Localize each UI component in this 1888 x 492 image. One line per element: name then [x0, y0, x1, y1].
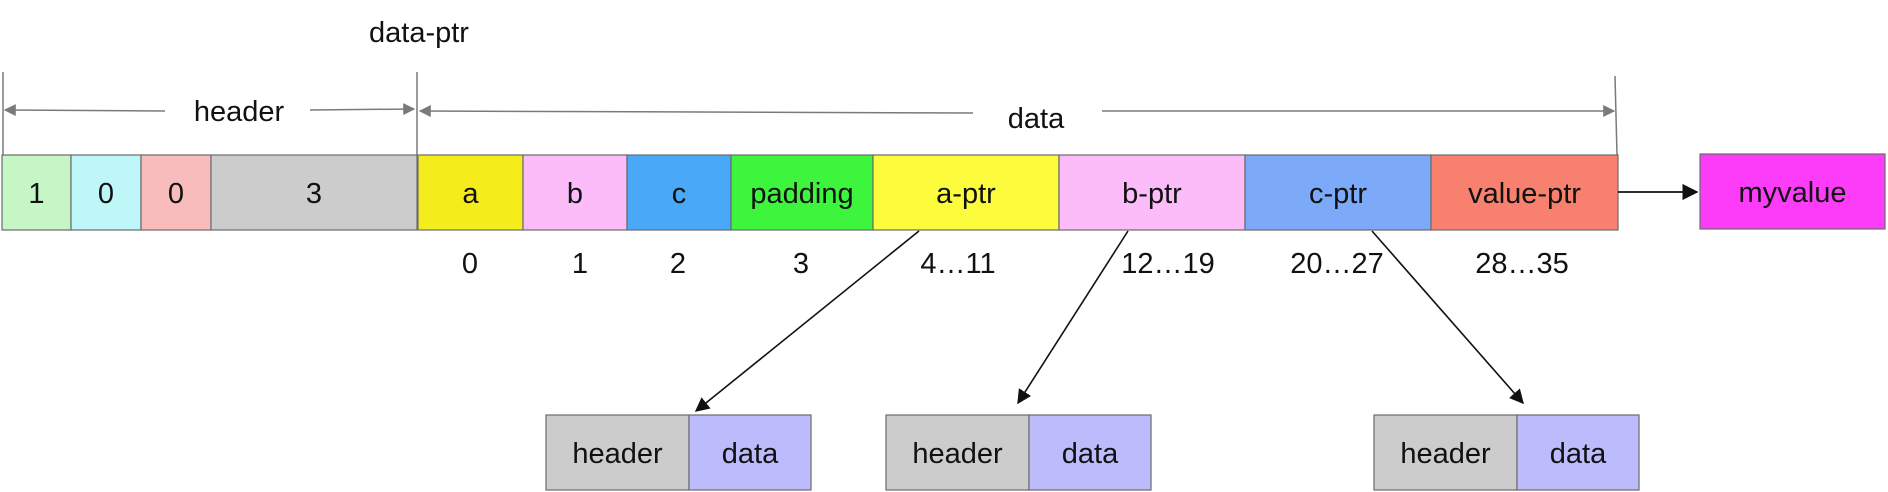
data-cell-label: a-ptr	[936, 178, 996, 210]
sub-block-a: header data	[545, 414, 812, 491]
header-span: header	[2, 72, 418, 155]
data-cell-index: 2	[670, 248, 686, 280]
data-span-label: data	[1008, 103, 1065, 135]
data-ptr-label: data-ptr	[369, 17, 469, 49]
header-cells: 1 0 0 3	[1, 154, 418, 231]
header-cell-value: 3	[306, 178, 322, 210]
data-cell-b: b 1	[522, 154, 628, 280]
sub-block-c: header data	[1373, 414, 1640, 491]
data-cell-label: value-ptr	[1468, 178, 1581, 210]
data-cell-label: c-ptr	[1309, 178, 1367, 210]
data-cell-value-ptr: value-ptr 28…35	[1430, 154, 1619, 280]
data-cell-b-ptr: b-ptr 12…19	[1058, 154, 1246, 280]
data-cell-label: a	[462, 178, 479, 210]
data-cell-c-ptr: c-ptr 20…27	[1244, 154, 1432, 280]
a-ptr-arrow	[694, 230, 920, 412]
data-cell-index: 4…11	[920, 248, 995, 280]
data-cell-label: b-ptr	[1122, 178, 1182, 210]
header-cell: 3	[210, 154, 418, 231]
data-cell-index: 0	[462, 248, 478, 280]
data-cell-label: c	[672, 178, 687, 210]
header-cell: 0	[70, 154, 142, 231]
sub-block-header-label: header	[572, 438, 663, 470]
header-span-label: header	[194, 96, 285, 128]
header-cell: 1	[1, 154, 72, 231]
header-cell: 0	[140, 154, 212, 231]
data-cell-label: padding	[750, 178, 853, 210]
data-cell-padding: padding 3	[730, 154, 874, 280]
data-cell-a-ptr: a-ptr 4…11	[872, 154, 1060, 280]
data-cell-index: 3	[793, 248, 809, 280]
data-cell-index: 28…35	[1475, 248, 1569, 280]
header-cell-value: 1	[28, 178, 44, 210]
c-ptr-arrow	[1371, 230, 1524, 405]
sub-block-b: header data	[885, 414, 1152, 491]
myvalue-box: myvalue	[1699, 153, 1886, 230]
data-cell-c: c 2	[626, 154, 732, 280]
header-cell-value: 0	[168, 178, 184, 210]
header-cell-value: 0	[98, 178, 114, 210]
data-cell-a: a 0	[417, 154, 524, 280]
myvalue-label: myvalue	[1739, 177, 1847, 209]
sub-block-header-label: header	[912, 438, 1003, 470]
b-ptr-arrow	[1017, 230, 1129, 405]
sub-block-data-label: data	[1062, 438, 1119, 470]
data-cell-label: b	[567, 178, 583, 210]
data-cells: a 0 b 1 c 2 padding 3 a-ptr 4…11 b-ptr 1…	[417, 154, 1619, 280]
data-cell-index: 1	[572, 248, 588, 280]
sub-block-header-label: header	[1400, 438, 1491, 470]
data-cell-index: 20…27	[1290, 248, 1384, 280]
sub-block-data-label: data	[722, 438, 779, 470]
data-span: data	[418, 75, 1618, 156]
sub-block-data-label: data	[1550, 438, 1607, 470]
data-cell-index: 12…19	[1121, 248, 1215, 280]
